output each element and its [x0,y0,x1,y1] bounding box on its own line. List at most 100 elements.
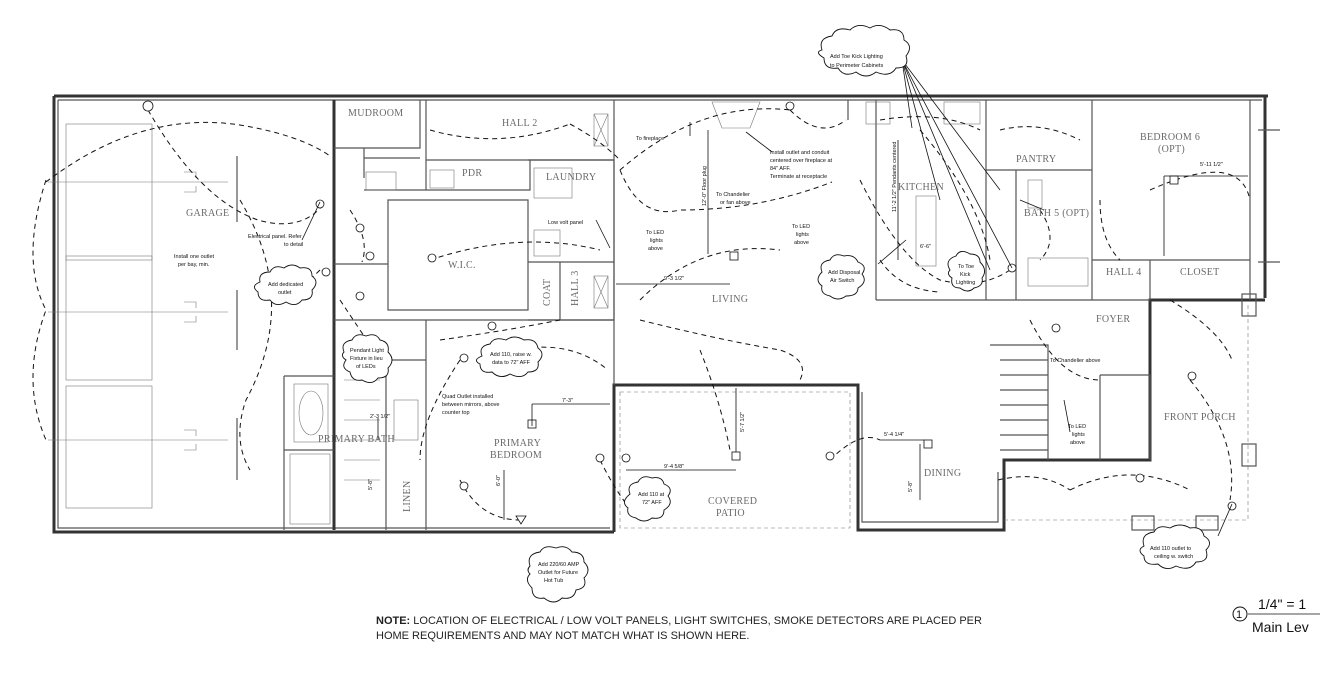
cloud-toe-kick-perimeter-l1: Add Toe Kick Lighting [830,54,883,60]
cloud-toe-kick-perimeter: Add Toe Kick Lighting to Perimeter Cabin… [818,25,910,77]
cloud-toe-kick-perimeter-l2: to Perimeter Cabinets [830,63,883,69]
cloud-add220-l2: Outlet for Future [538,570,578,576]
note-led-c-l2: lights [1072,432,1085,438]
cloud-dedicated-l2: outlet [278,290,292,296]
room-hall-3: HALL 3 [570,270,581,306]
cloud-pendant-l2: Fixture in lieu [350,356,383,362]
cloud-toe-kick-l2: Kick [960,272,971,278]
cloud-add110-ceiling-l2: ceiling w. switch [1154,554,1193,560]
plain-notes: Install one outlet per bay, min. Electri… [174,136,1223,492]
note-low-volt: Low volt panel [548,220,583,226]
room-foyer: FOYER [1096,314,1130,325]
cloud-add220: Add 220/60 AMP Outlet for Future Hot Tub [527,546,589,603]
cloud-add220-l3: Hot Tub [544,578,563,584]
dim-9-3: 9'-3 1/2" [664,276,684,282]
garage-fixtures [48,101,1280,531]
dim-5-11: 5'-11 1/2" [1200,162,1223,168]
note-fp-outlet-l2: centered over fireplace at [770,158,833,164]
room-bath-5: BATH 5 (OPT) [1024,208,1089,219]
note-led-b-l1: To LED [792,224,810,230]
scale-bubble [1232,606,1248,622]
room-hall-4: HALL 4 [1106,267,1142,278]
note-fp-plug: 12'-0" Floor plug [702,166,708,206]
footnote-label: NOTE: [376,615,411,627]
cloud-add110-raise: Add 110, raise w. data to 72" AFF [476,336,543,377]
dim-2-3: 2'-3 1/2" [370,414,390,420]
room-garage: GARAGE [186,208,229,219]
note-chandelier-above: To Chandelier above [1050,358,1100,364]
note-to-fireplace: To fireplace [636,136,664,142]
note-led-c-l1: To LED [1068,424,1086,430]
cloud-dedicated-outlet: Add dedicated outlet [254,264,317,305]
walls [52,94,1268,534]
note-panel-l2: to detail [284,242,303,248]
cloud-add110-raise-l1: Add 110, raise w. [490,352,532,358]
note-kitchen-pendant: 11'-2 1/2" Pendants centered [892,142,898,212]
note-led-b-l2: lights [796,232,809,238]
leader-lines [301,59,1233,537]
room-pantry: PANTRY [1016,154,1056,165]
room-bedroom-6-opt: (OPT) [1158,144,1185,155]
room-coat: COAT [542,279,553,306]
room-hall-2: HALL 2 [502,118,538,129]
dim-5-8: 5'-8" [908,481,914,492]
cloud-toe-kick-l1: To Toe [958,264,974,270]
room-wic: W.I.C. [448,260,476,271]
cloud-add110-72-l1: Add 110 at [638,492,665,498]
room-covered-patio-line2: PATIO [716,508,745,519]
room-living: LIVING [712,294,748,305]
room-primary-bedroom-line2: BEDROOM [490,450,542,461]
note-chandelier-fan-l2: or fan above [720,200,751,206]
cloud-disposal: Add Disposal Air Switch [817,254,865,300]
room-dining: DINING [924,468,961,479]
room-covered-patio-line1: COVERED [708,496,757,507]
cloud-pendant-light: Pendant Light Fixture in lieu of LEDs [341,334,393,383]
cloud-add110-ceiling-l1: Add 110 outlet to [1150,546,1191,552]
note-garage-outlet-l1: Install one outlet [174,254,215,260]
note-led-a-l3: above [648,246,663,252]
note-fp-outlet-l4: Terminate at receptacle [770,174,827,180]
note-chandelier-fan-l1: To Chandelier [716,192,750,198]
room-primary-bath: PRIMARY BATH [318,434,395,445]
revision-clouds: Add Toe Kick Lighting to Perimeter Cabin… [254,25,1210,603]
circuits [32,108,1251,521]
room-labels: GARAGE MUDROOM HALL 2 PDR LAUNDRY W.I.C.… [186,108,1236,519]
note-fp-outlet-l3: 84" AFF. [770,166,791,172]
cloud-disposal-l1: Add Disposal [828,270,860,276]
room-front-porch: FRONT PORCH [1164,412,1236,423]
note-led-a-l2: lights [650,238,663,244]
note-garage-outlet-l2: per bay, min. [178,262,210,268]
dim-5-4: 5'-4 1/4" [884,432,904,438]
dim-9-4: 9'-4 5/8" [664,464,684,470]
note-led-c-l3: above [1070,440,1085,446]
room-pdr: PDR [462,168,482,179]
scale-number: 1 [1236,609,1242,621]
cloud-pendant-l3: of LEDs [356,364,376,370]
room-kitchen: KITCHEN [898,182,944,193]
cloud-add110-72: Add 110 at 72" AFF [624,476,671,522]
note-led-a-l1: To LED [646,230,664,236]
room-closet: CLOSET [1180,267,1220,278]
cloud-toe-kick-l3: Lighting [956,280,975,286]
cloud-add220-l1: Add 220/60 AMP [538,562,580,568]
room-laundry: LAUNDRY [546,172,596,183]
footnote-text: LOCATION OF ELECTRICAL / LOW VOLT PANELS… [376,615,982,642]
cloud-pendant-l1: Pendant Light [350,348,384,354]
room-linen: LINEN [402,481,413,513]
note-panel-l1: Electrical panel. Refer [248,234,302,240]
cloud-add110-raise-l2: data to 72" AFF [492,360,531,366]
dim-7-3: 7'-3" [562,398,573,404]
note-quad-l3: counter top [442,410,470,416]
dimension-lines [377,130,1248,520]
room-mudroom: MUDROOM [348,108,403,119]
dim-5-8b: 5'-8" [368,479,374,490]
room-primary-bedroom-line1: PRIMARY [494,438,541,449]
cloud-disposal-l2: Air Switch [830,278,854,284]
footnote: NOTE: LOCATION OF ELECTRICAL / LOW VOLT … [376,614,1016,644]
cloud-dedicated-l1: Add dedicated [268,282,303,288]
cloud-add110-72-l2: 72" AFF [642,500,662,506]
note-fp-outlet-l1: Install outlet and conduit [770,150,830,156]
dim-6-6: 6'-6" [920,244,931,250]
dim-5-7: 5'-7 1/2" [740,412,746,432]
